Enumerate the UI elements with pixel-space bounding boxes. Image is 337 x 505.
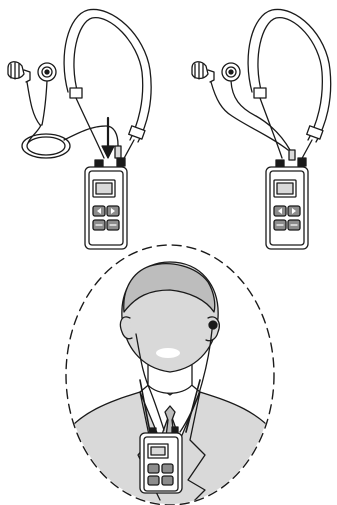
person-figure bbox=[60, 262, 280, 505]
neck-strap-right bbox=[248, 9, 331, 162]
earbud-in-ear-icon bbox=[209, 321, 217, 329]
receiver-device-right bbox=[266, 158, 308, 249]
right-panel bbox=[192, 9, 331, 249]
earphones-right bbox=[192, 62, 295, 160]
left-panel bbox=[8, 9, 151, 249]
insert-arrow-icon bbox=[102, 118, 114, 158]
receiver-device-worn bbox=[140, 427, 182, 493]
receiver-device-left bbox=[85, 158, 127, 249]
bottom-panel bbox=[60, 245, 280, 505]
